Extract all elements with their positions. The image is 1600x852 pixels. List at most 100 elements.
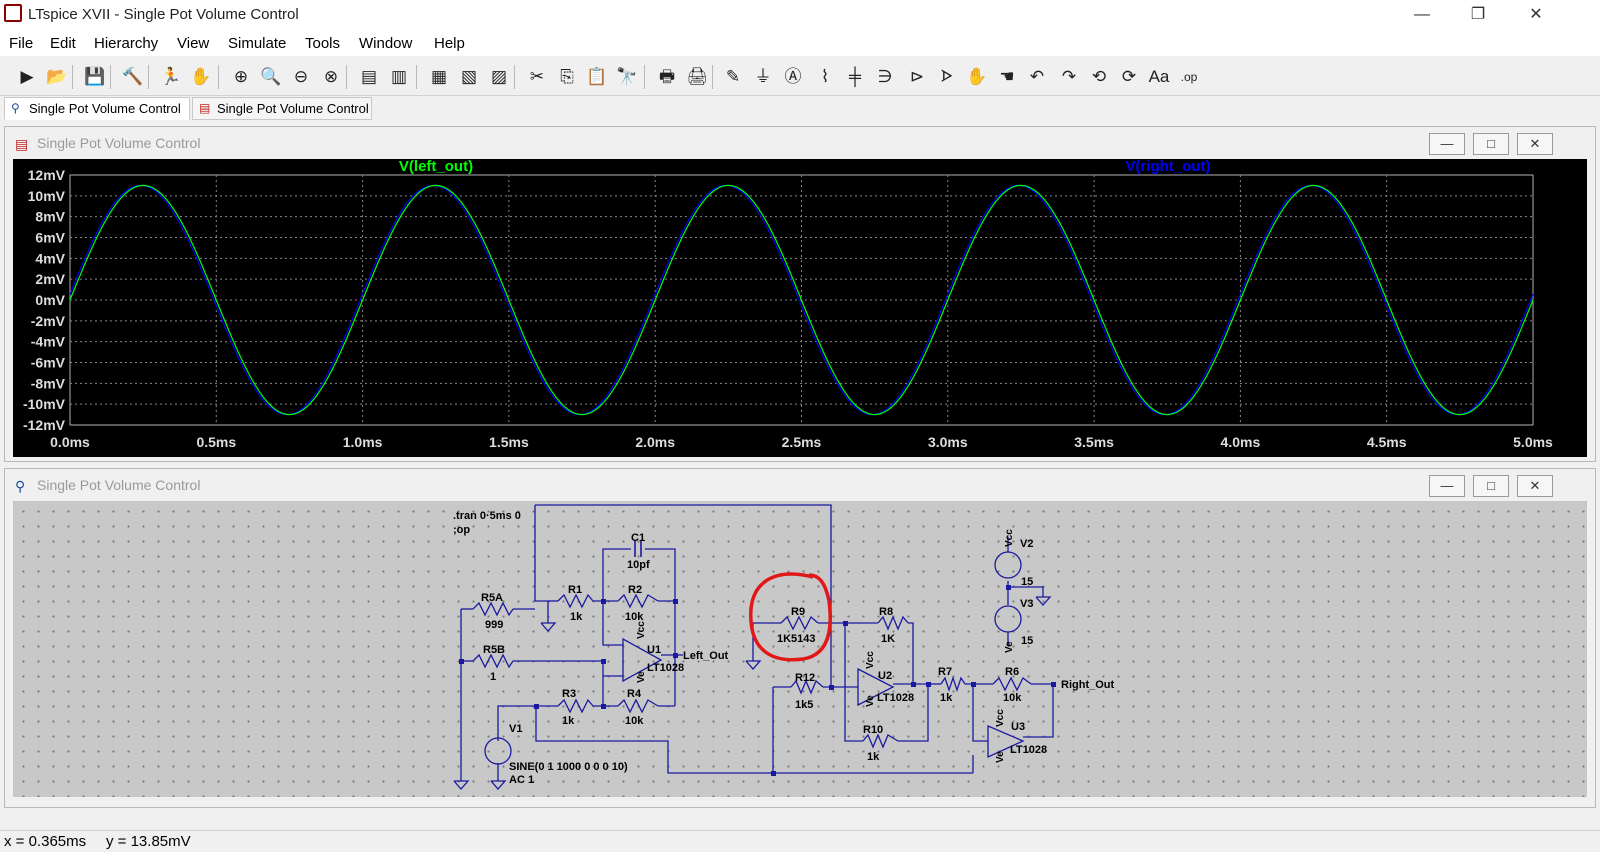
mirror-icon[interactable]: ⟳ (1121, 67, 1137, 86)
pin-vcc-u3: Vcc (995, 709, 1006, 727)
open-icon[interactable]: 📂 (46, 67, 68, 86)
minimize-button[interactable]: — (1414, 6, 1430, 23)
tile-icon[interactable]: ▦ (430, 67, 448, 86)
value-r5a: 999 (485, 619, 503, 631)
y-tick-label: -12mV (23, 417, 66, 433)
move-icon[interactable]: ✋ (966, 67, 988, 86)
panel-maximize-button[interactable]: □ (1473, 133, 1509, 155)
menu-edit[interactable]: Edit (50, 35, 76, 52)
panel-maximize-button[interactable]: □ (1473, 475, 1509, 497)
halt-icon[interactable]: ✋ (190, 67, 212, 86)
tab-waveform[interactable]: ▤ Single Pot Volume Control (192, 97, 372, 120)
panel-close-button[interactable]: ✕ (1517, 133, 1553, 155)
inductor-icon[interactable]: ∋ (877, 67, 893, 86)
spice-directive-op: ;op (453, 524, 470, 536)
zoom-in-icon[interactable]: ⊕ (233, 67, 249, 86)
window-title: LTspice XVII - Single Pot Volume Control (28, 6, 299, 23)
schematic-icon: ⚲ (11, 101, 20, 115)
x-tick-label: 0.5ms (196, 434, 236, 450)
cursor-x-readout: x = 0.365ms (4, 833, 87, 850)
y-tick-label: 0mV (35, 292, 65, 308)
drag-icon[interactable]: ☚ (999, 67, 1015, 86)
waveform-window-title: Single Pot Volume Control (37, 135, 201, 151)
x-tick-label: 3.0ms (928, 434, 968, 450)
arrange-icon[interactable]: ▨ (490, 67, 508, 86)
pin-vcc-v2: Vcc (1004, 529, 1015, 547)
label-r5a: R5A (481, 592, 503, 604)
control-panel-icon[interactable]: 🔨 (122, 67, 144, 86)
redo-icon[interactable]: ↷ (1061, 67, 1077, 86)
value-c1: 10pf (627, 559, 650, 571)
waveform-icon[interactable]: ▥ (390, 67, 408, 86)
text-icon[interactable]: Aa (1148, 67, 1170, 86)
wires (460, 504, 1054, 781)
x-tick-label: 1.5ms (489, 434, 529, 450)
document-tabs: ⚲ Single Pot Volume Control ▤ Single Pot… (0, 96, 1600, 121)
copy-icon[interactable]: ⎘ (560, 67, 574, 86)
toolbar-separator (218, 65, 219, 89)
wire-icon[interactable]: ✎ (725, 67, 741, 86)
diode-icon[interactable]: ⊳ (909, 67, 925, 86)
panel-close-button[interactable]: ✕ (1517, 475, 1553, 497)
close-button[interactable]: ✕ (1529, 6, 1543, 23)
schematic-drawing[interactable]: .tran 0·5ms 0 ;op C1 10pf R5A 999 R5B 1 … (13, 501, 1587, 797)
model-u2: LT1028 (877, 692, 914, 704)
pin-vcc-u2: Vcc (865, 651, 876, 669)
menu-view[interactable]: View (177, 35, 210, 52)
zoom-pan-icon[interactable]: 🔍 (260, 67, 282, 86)
spice-directive-icon[interactable]: .op (1180, 70, 1198, 84)
menu-simulate[interactable]: Simulate (228, 35, 287, 52)
power-pin-labels: Vcc Ve Vcc Ve Vcc Ve Vcc Ve (636, 529, 1015, 763)
value-r9: 1K5143 (777, 633, 816, 645)
restore-button[interactable]: ❐ (1470, 6, 1486, 23)
tab-schematic[interactable]: ⚲ Single Pot Volume Control (4, 97, 190, 120)
x-tick-label: 1.0ms (343, 434, 383, 450)
waveform-chart[interactable]: 12mV10mV8mV6mV4mV2mV0mV-2mV-4mV-6mV-8mV-… (13, 159, 1587, 457)
find-icon[interactable]: 🔭 (616, 67, 638, 86)
y-tick-label: 4mV (35, 250, 65, 266)
ground-icon[interactable]: ⏚ (754, 67, 772, 86)
menu-window[interactable]: Window (359, 35, 413, 52)
toolbar-separator (416, 65, 417, 89)
y-tick-label: -6mV (31, 355, 66, 371)
run-icon[interactable]: ▶ (20, 67, 34, 86)
toolbar-separator (514, 65, 515, 89)
cascade-icon[interactable]: ▧ (460, 67, 478, 86)
panel-minimize-button[interactable]: — (1429, 133, 1465, 155)
print-setup-icon[interactable]: 🖨 (686, 67, 708, 86)
paste-icon[interactable]: 📋 (586, 67, 608, 86)
cut-icon[interactable]: ✂ (529, 67, 545, 86)
label-u1: U1 (647, 644, 661, 656)
menu-hierarchy[interactable]: Hierarchy (94, 35, 159, 52)
label-net-icon[interactable]: Ⓐ (784, 67, 802, 86)
value-r1: 1k (570, 611, 583, 623)
save-icon[interactable]: 💾 (84, 67, 106, 86)
zoom-fit-icon[interactable]: ⊗ (323, 67, 339, 86)
schematic-window: ⚲ Single Pot Volume Control — □ ✕ (4, 468, 1596, 808)
schematic-canvas[interactable]: .tran 0·5ms 0 ;op C1 10pf R5A 999 R5B 1 … (13, 501, 1587, 797)
zoom-out-icon[interactable]: ⊖ (293, 67, 309, 86)
capacitor-icon[interactable]: ╪ (848, 67, 862, 86)
y-tick-label: 2mV (35, 271, 65, 287)
resistor-icon[interactable]: ⌇ (820, 67, 830, 86)
run-man-icon[interactable]: 🏃 (160, 67, 182, 86)
undo-icon[interactable]: ↶ (1029, 67, 1045, 86)
value-r2: 10k (625, 611, 644, 623)
print-icon[interactable]: 🖶 (658, 67, 676, 86)
component-icon[interactable]: ᗌ (940, 67, 954, 86)
autorange-icon[interactable]: ▤ (360, 67, 378, 86)
capacitor-c1 (634, 541, 642, 557)
value-r5b: 1 (490, 671, 496, 683)
label-u3: U3 (1011, 721, 1025, 733)
toolbar-separator (712, 65, 713, 89)
menu-help[interactable]: Help (434, 35, 465, 52)
label-v2: V2 (1020, 538, 1033, 550)
panel-minimize-button[interactable]: — (1429, 475, 1465, 497)
spice-directive-tran: .tran 0·5ms 0 (453, 510, 521, 522)
rotate-icon[interactable]: ⟲ (1091, 67, 1107, 86)
menu-tools[interactable]: Tools (305, 35, 341, 52)
label-v3: V3 (1020, 598, 1033, 610)
menu-file[interactable]: File (9, 35, 34, 52)
